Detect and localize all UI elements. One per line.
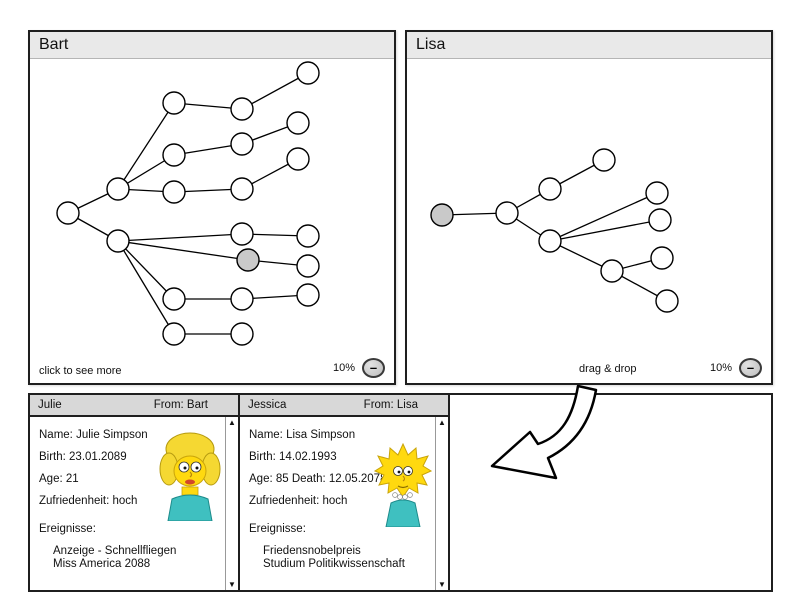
tree-node[interactable] xyxy=(162,287,186,311)
julie-satisfaction-field: Zufriedenheit: hoch xyxy=(39,495,138,507)
tree-node-selected[interactable] xyxy=(430,203,454,227)
tree-node[interactable] xyxy=(230,322,254,346)
lisa-panel-title: Lisa xyxy=(407,32,771,59)
bart-tree-panel: Bart click to see more 10% – xyxy=(28,30,396,385)
tree-node[interactable] xyxy=(56,201,80,225)
jessica-card-body: Name: Lisa Simpson Birth: 14.02.1993 Age… xyxy=(240,417,448,590)
jessica-card-name: Jessica xyxy=(248,399,287,411)
tree-edge xyxy=(549,219,661,242)
tree-node[interactable] xyxy=(230,287,254,311)
tree-node[interactable] xyxy=(296,224,320,248)
julie-card-body: Name: Julie Simpson Birth: 23.01.2089 Ag… xyxy=(30,417,238,590)
julie-birth-field: Birth: 23.01.2089 xyxy=(39,451,127,463)
julie-card-name: Julie xyxy=(38,399,62,411)
tree-node[interactable] xyxy=(600,259,624,283)
julie-card-scrollbar[interactable]: ▲ ▼ xyxy=(225,417,238,590)
tree-node[interactable] xyxy=(296,61,320,85)
tree-node[interactable] xyxy=(296,254,320,278)
tree-node[interactable] xyxy=(538,177,562,201)
tree-node[interactable] xyxy=(538,229,562,253)
tree-node[interactable] xyxy=(162,322,186,346)
bart-panel-title: Bart xyxy=(30,32,394,59)
tree-node[interactable] xyxy=(592,148,616,172)
bart-zoom-control: 10% – xyxy=(333,358,385,378)
lisa-tree xyxy=(430,148,679,313)
tree-node[interactable] xyxy=(286,111,310,135)
jessica-satisfaction-field: Zufriedenheit: hoch xyxy=(249,495,348,507)
lisa-zoom-out-button[interactable]: – xyxy=(739,358,762,378)
julie-events-label: Ereignisse: xyxy=(39,523,96,535)
bart-zoom-level: 10% xyxy=(332,362,355,374)
jessica-event-item: Studium Politikwissenschaft xyxy=(263,558,405,570)
tree-node[interactable] xyxy=(230,177,254,201)
tree-node[interactable] xyxy=(162,91,186,115)
julie-card-from-label: From: Bart xyxy=(153,399,208,411)
jessica-birth-field: Birth: 14.02.1993 xyxy=(249,451,337,463)
tree-node-selected[interactable] xyxy=(236,248,260,272)
jessica-events-label: Ereignisse: xyxy=(249,523,306,535)
scroll-up-icon[interactable]: ▲ xyxy=(228,418,236,427)
julie-name-field: Name: Julie Simpson xyxy=(39,429,148,441)
tree-node[interactable] xyxy=(230,222,254,246)
jessica-name-field: Name: Lisa Simpson xyxy=(249,429,356,441)
tree-edge xyxy=(117,102,175,190)
scroll-down-icon[interactable]: ▼ xyxy=(228,580,236,589)
scroll-up-icon[interactable]: ▲ xyxy=(438,418,446,427)
tree-node[interactable] xyxy=(230,132,254,156)
tree-node[interactable] xyxy=(230,97,254,121)
lisa-zoom-control: 10% – xyxy=(710,358,762,378)
bart-zoom-out-button[interactable]: – xyxy=(362,358,385,378)
bart-tree xyxy=(56,61,320,346)
tree-edge xyxy=(117,240,175,300)
tree-node[interactable] xyxy=(645,181,669,205)
jessica-card-header[interactable]: Jessica From: Lisa xyxy=(240,395,448,417)
person-card-jessica[interactable]: Jessica From: Lisa Name: Lisa Simpson Bi… xyxy=(240,395,450,590)
julie-event-item: Miss America 2088 xyxy=(53,558,151,570)
jessica-card-from-label: From: Lisa xyxy=(363,399,418,411)
lisa-zoom-level: 10% xyxy=(709,362,732,374)
tree-node[interactable] xyxy=(162,143,186,167)
lisa-portrait xyxy=(374,443,432,527)
jessica-card-scrollbar[interactable]: ▲ ▼ xyxy=(435,417,448,590)
tree-node[interactable] xyxy=(655,289,679,313)
tree-edge xyxy=(117,240,175,335)
tree-edge xyxy=(117,240,249,261)
tree-edge xyxy=(549,192,658,242)
jessica-age-field: Age: 85 Death: 12.05.2078 xyxy=(249,473,387,485)
tree-edge xyxy=(117,233,243,242)
click-to-see-more-note: click to see more xyxy=(39,365,122,377)
tree-node[interactable] xyxy=(106,229,130,253)
tree-node[interactable] xyxy=(162,180,186,204)
tree-node[interactable] xyxy=(495,201,519,225)
tree-node[interactable] xyxy=(106,177,130,201)
tree-node[interactable] xyxy=(286,147,310,171)
julie-age-field: Age: 21 xyxy=(39,473,79,485)
drag-and-drop-note: drag & drop xyxy=(579,363,637,375)
scroll-down-icon[interactable]: ▼ xyxy=(438,580,446,589)
tree-node[interactable] xyxy=(648,208,672,232)
tree-node[interactable] xyxy=(650,246,674,270)
lisa-tree-panel: Lisa drag & drop 10% – xyxy=(405,30,773,385)
julie-event-item: Anzeige - Schnellfliegen xyxy=(53,545,177,557)
card-drop-area[interactable]: Julie From: Bart Name: Julie Simpson Bir… xyxy=(28,393,773,592)
julie-portrait xyxy=(159,432,221,521)
julie-card-header[interactable]: Julie From: Bart xyxy=(30,395,238,417)
person-card-julie[interactable]: Julie From: Bart Name: Julie Simpson Bir… xyxy=(30,395,240,590)
tree-edge xyxy=(241,72,309,110)
jessica-event-item: Friedensnobelpreis xyxy=(263,545,361,557)
tree-node[interactable] xyxy=(296,283,320,307)
